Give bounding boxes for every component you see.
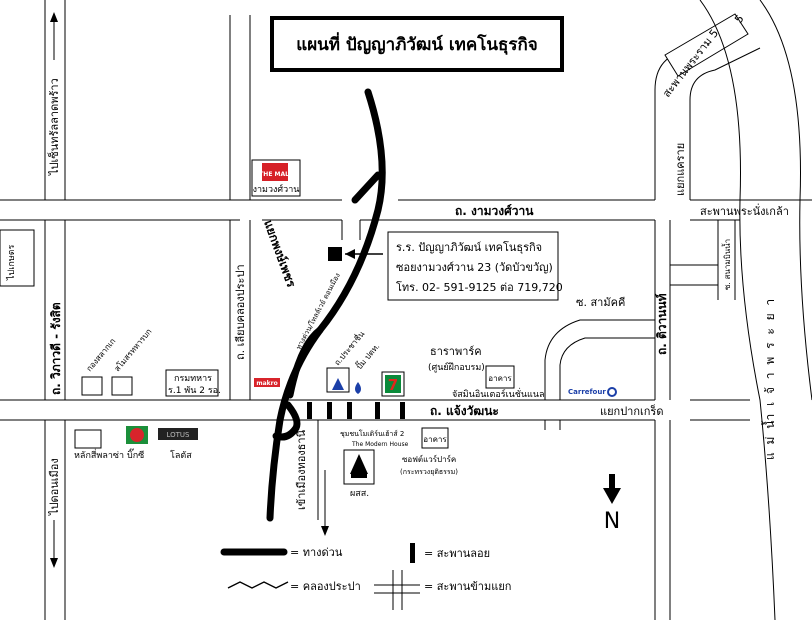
label-saphan-phra-ram-5: สะพานพระราม 5 [660,27,721,100]
label-to-don-mueang: ไปดอนเมือง [48,458,61,516]
river-label: แ ม่ น้ำ เ จ้ า พ ร ะ ย า [761,297,777,460]
arrow-thong-thani [321,470,329,536]
school-name: ร.ร. ปัญญาภิวัฒน์ เทคโนธุรกิจ [396,240,542,254]
lotus: LOTUS โลตัส [158,428,198,461]
the-mall-logo: THE MALL [259,171,293,178]
military-unit: กรมทหาร ร.1 พัน 2 รอ. [165,369,221,397]
office-right: อาคาร [485,365,515,389]
road-soi-samakkhi [544,319,655,430]
road-ngamwongwan [0,199,812,221]
monument-icon [350,454,368,474]
software-park-label: ซอฟต์แวร์ปาร์ค [402,454,456,464]
carrefour-logo-icon [607,387,617,397]
legend: = ทางด่วน = สะพานลอย = คลองประปา = สะพาน… [220,543,511,610]
legend-expressway-label: = ทางด่วน [290,546,343,559]
modern-house-label: ชุมชนโมเดิร์นเฮ้าส์ 2 [340,429,404,438]
road-label-soi-sanambin: ซ. สนามบินน้ำ [721,239,732,290]
military-unit-sub: ร.1 พัน 2 รอ. [168,386,221,396]
north-arrow: N [603,474,621,534]
label-yaek-pak-kret: แยกปากเกร็ด [600,404,664,418]
bridge-rama5 [664,13,749,77]
label-to-chatuchak: ไปเซ็นทรัลลาดพร้าว [47,78,61,176]
kasetsart: ไปเกษตร [0,229,35,287]
title-box: แผนที่ ปัญญาภิวัฒน์ เทคโนธุรกิจ [270,16,564,72]
monument: ผสส. [343,449,375,499]
legend-flyover-swatch [374,570,420,610]
lotus-label: โลตัส [170,450,192,461]
north-arrow-icon [603,488,621,504]
carrefour: Carrefour [568,387,617,397]
big-c: บิ๊กซี [126,426,148,461]
road-soi-sanambin [670,220,736,300]
software-park-sub: (กระทรวงยุติธรรม) [400,468,458,476]
carrefour-label: Carrefour [568,388,606,396]
makro: makro [254,378,280,387]
tarapark-sub: (ศูนย์ฝึกอบรม) [428,361,485,373]
expressway [266,88,386,522]
army-club-label: สโมสรทหารบก [112,326,154,373]
lotus-logo: LOTUS [166,431,190,439]
label-yaek-kae-rai: แยกแคราย [674,143,687,196]
big-c-label: บิ๊กซี [127,448,144,461]
road-lieb-khlong-prapa [229,15,251,400]
school-info-box: ร.ร. ปัญญาภิวัฒน์ เทคโนธุรกิจ ซอยงามวงศ์… [387,231,563,301]
makro-logo: makro [256,380,277,387]
military-unit-label: กรมทหาร [174,374,212,384]
label-jusmin: จัสมินอินเตอร์เนชั่นแนล [452,387,545,400]
road-label-chaengwattana: ถ. แจ้งวัฒนะ [430,404,499,418]
school-address: ซอยงามวงศ์วาน 23 (วัดบัวขวัญ) [396,261,553,274]
office-bottom: อาคาร [421,427,449,449]
legend-flyover-label: = สะพานข้ามแยก [424,580,511,593]
arrow-to-central-ladprao: ไปเซ็นทรัลลาดพร้าว [47,12,61,176]
arrow-to-don-mueang: ไปดอนเมือง [48,458,61,568]
legend-canal-swatch [227,581,289,589]
ptt-drop-icon [355,382,361,394]
north-label: N [604,509,620,534]
office-right-label: อาคาร [488,374,512,383]
school-marker [328,247,383,261]
soi-23 [341,220,361,240]
tarapark-label: ธาราพาร์ค [430,345,482,358]
road-vibhavadi [44,0,66,620]
legend-overpass-label: = สะพานลอย [424,547,490,560]
the-mall: THE MALL งามวงศ์วาน [251,159,301,197]
ptt-station: ถ.ประชาชื่น ปั๊ม ปตท. [326,328,381,394]
label-yaek-pong-phet: แยกพงษ์เพชร [261,218,298,289]
label-enter-thong-thani: เข้าเมืองทองธานี [295,429,308,510]
seven-eleven-icon: 7 [388,376,398,394]
road-label-lieb-khlong-prapa: ถ. เลียบคลองประปา [234,264,247,360]
lak-si-plaza-label: หลักสี่พลาซ่า [74,448,124,461]
seven-eleven: 7 [381,371,405,397]
modern-house-en: The Modern House [351,441,409,448]
lak-si-plaza: หลักสี่พลาซ่า [74,429,124,461]
legend-overpass-swatch [410,543,415,563]
river-chao-phraya [699,0,812,620]
road-label-tiwanon: ถ. ติวานนท์ [655,293,669,355]
big-c-logo-icon [130,428,144,442]
label-saphan-phra-nang-klao: สะพานพระนั่งเกล้า [700,203,789,218]
road-chaengwattana [0,399,750,421]
office-bottom-label: อาคาร [423,435,447,444]
army-buildings: กองสลากเก สโมสรทหารบก [81,326,154,396]
road-tiwanon [654,220,671,620]
school-phone: โทร. 02- 591-9125 ต่อ 719,720 [396,280,563,294]
label-kasetsart: ไปเกษตร [6,244,17,281]
road-label-soi-samakkhi: ซ. สามัคคี [576,296,625,309]
tarapark: ธาราพาร์ค (ศูนย์ฝึกอบรม) [428,345,485,373]
road-label-ngamwongwan: ถ. งามวงศ์วาน [455,204,534,218]
overpass-markers [307,402,405,419]
the-mall-label: งามวงศ์วาน [253,183,300,195]
page-title: แผนที่ ปัญญาภิวัฒน์ เทคโนธุรกิจ [296,32,538,55]
legend-canal-label: = คลองประปา [290,580,361,593]
monument-label: ผสส. [350,489,369,499]
road-label-vibhavadi: ถ. วิภาวดี - รังสิต [49,302,63,395]
ptt-triangle-icon [332,378,344,390]
